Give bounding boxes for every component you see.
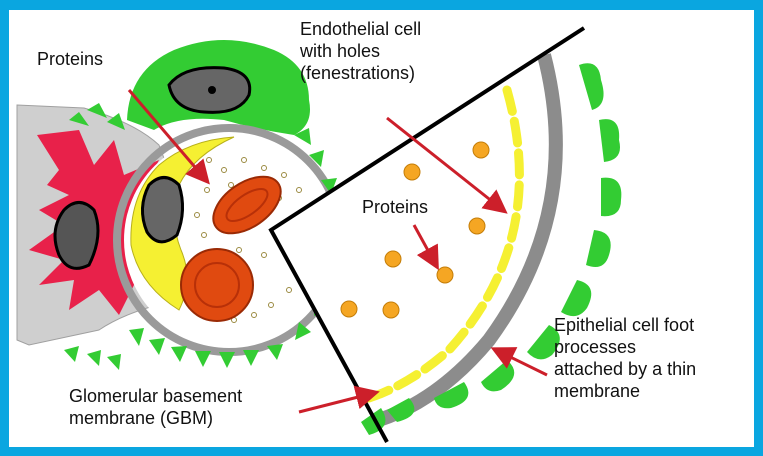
mesangial-nucleus	[55, 203, 98, 269]
label-proteins-left: Proteins	[37, 48, 103, 70]
diagram-canvas: Proteins Endothelial cell with holes (fe…	[9, 10, 754, 447]
nucleolus	[208, 86, 216, 94]
label-gbm: Glomerular basement membrane (GBM)	[69, 385, 242, 429]
label-proteins-center: Proteins	[362, 196, 428, 218]
endothelial-nucleus	[142, 178, 182, 242]
arrow-gbm	[299, 393, 374, 412]
label-epithelial-foot-processes: Epithelial cell foot processes attached …	[554, 314, 696, 402]
red-blood-cell-lower	[181, 249, 253, 321]
label-endothelial-cell: Endothelial cell with holes (fenestratio…	[300, 18, 421, 84]
